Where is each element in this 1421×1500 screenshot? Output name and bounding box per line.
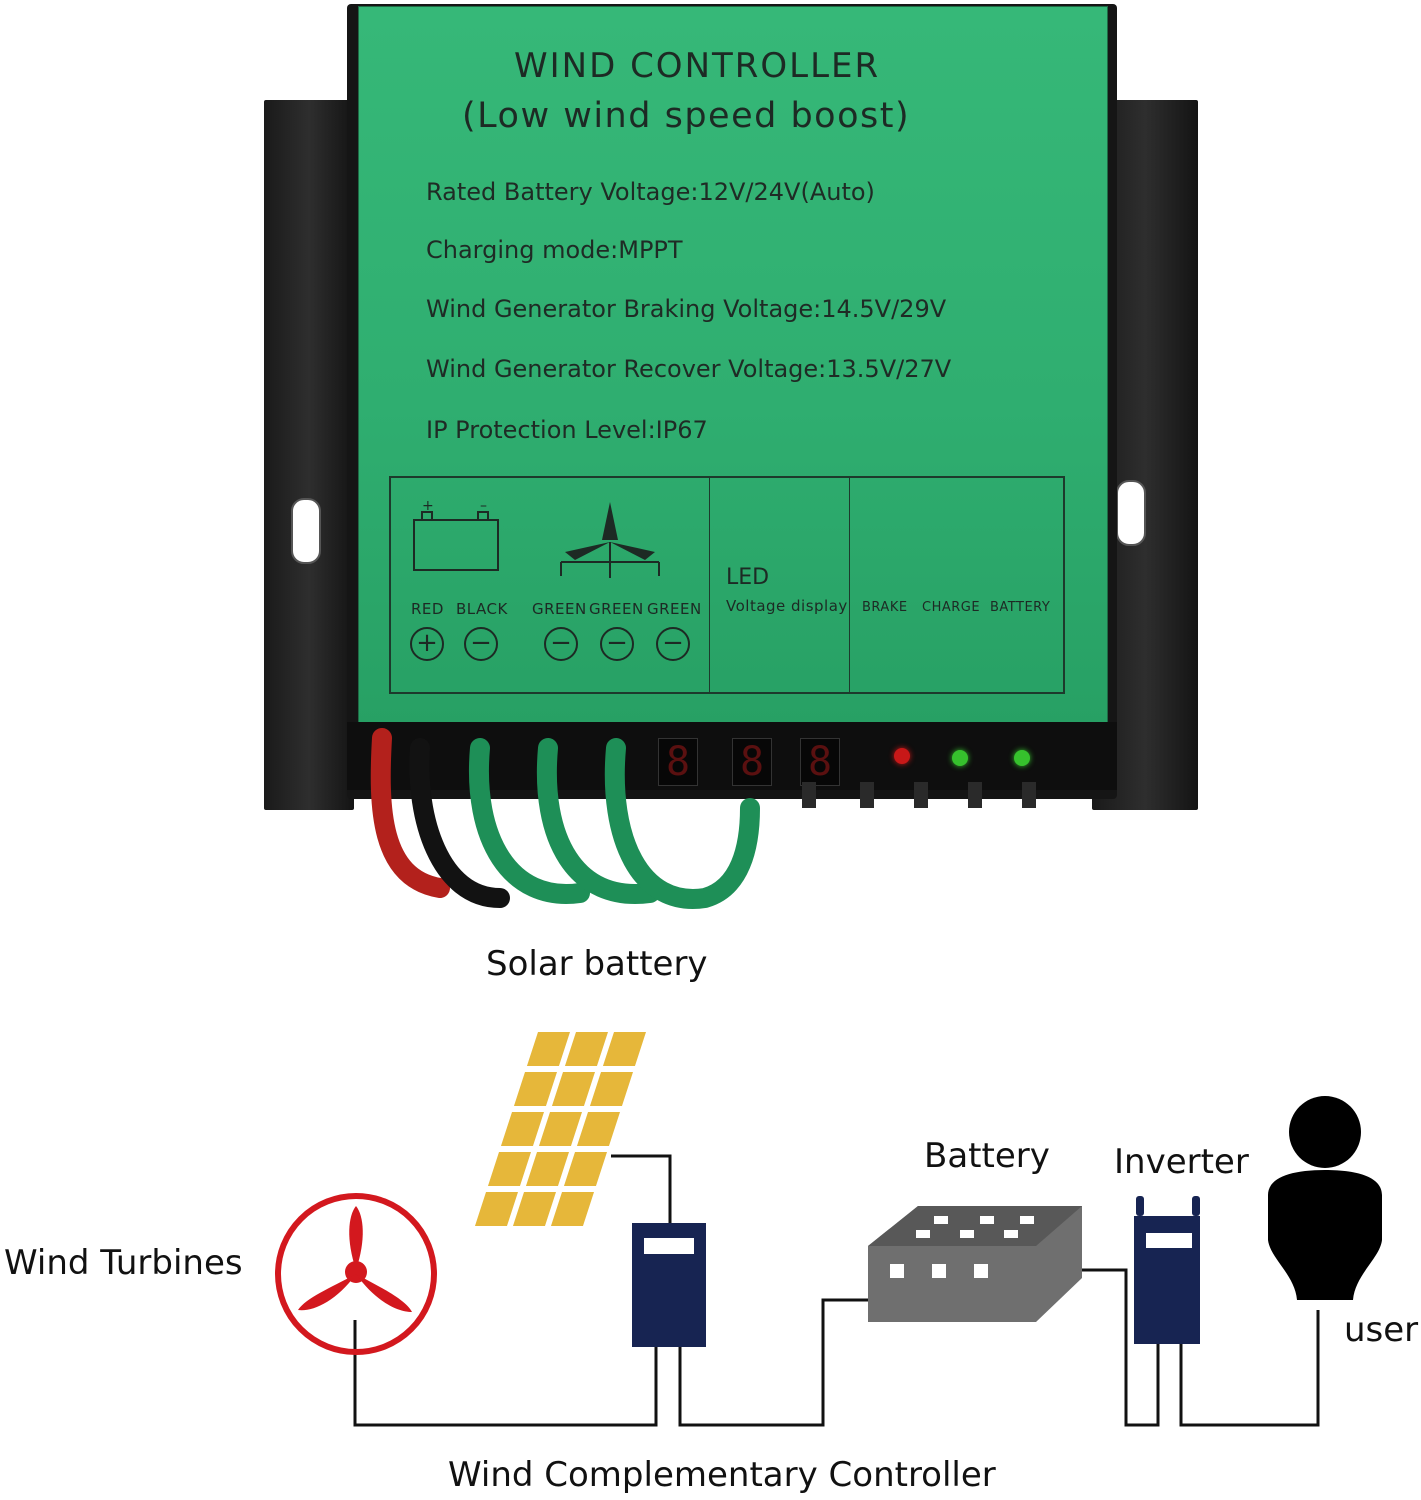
inverter-icon [1134, 1196, 1200, 1344]
battery-symbol-icon: + – [413, 500, 499, 571]
wire-label-red: RED [411, 600, 444, 618]
controller-title: WIND CONTROLLER [514, 46, 881, 86]
indicator-label-charge: CHARGE [922, 600, 981, 615]
controller-icon [632, 1223, 706, 1347]
spec-ip-protection: IP Protection Level:IP67 [426, 416, 708, 444]
controller-front-panel [358, 6, 1108, 730]
wiring-legend [389, 476, 1065, 694]
user-label: user [1344, 1310, 1419, 1350]
heatsink-fin [860, 782, 874, 808]
system-diagram [275, 1032, 1382, 1427]
spec-charging-mode: Charging mode:MPPT [426, 236, 683, 264]
controller-wires [370, 728, 760, 909]
svg-text:–: – [480, 500, 487, 514]
user-icon [1268, 1096, 1382, 1300]
wind-turbine-icon [275, 1193, 437, 1355]
inverter-label: Inverter [1114, 1142, 1249, 1182]
ac-terminal-icon: − [544, 627, 578, 661]
display-digit: 8 [800, 738, 840, 786]
ac-terminal-icon: − [656, 627, 690, 661]
heatsink-fin [968, 782, 982, 808]
wire-label-green-1: GREEN [532, 600, 587, 618]
display-digit: 8 [732, 738, 772, 786]
battery-label: Battery [924, 1136, 1050, 1176]
left-mounting-bracket [264, 100, 354, 810]
battery-led-icon [1014, 750, 1030, 766]
wire-label-green-3: GREEN [647, 600, 702, 618]
controller-label: Wind Complementary Controller [448, 1455, 996, 1495]
legend-divider [849, 478, 850, 692]
display-digit: 8 [658, 738, 698, 786]
positive-terminal-icon: + [410, 627, 444, 661]
legend-divider [709, 478, 710, 692]
led-title: LED [726, 565, 770, 590]
solar-battery-label: Solar battery [486, 944, 708, 984]
brake-led-icon [894, 748, 910, 764]
heatsink-fin [914, 782, 928, 808]
spec-recover-voltage: Wind Generator Recover Voltage:13.5V/27V [426, 355, 952, 383]
heatsink-fin [802, 782, 816, 808]
ac-terminal-icon: − [600, 627, 634, 661]
wire-label-green-2: GREEN [589, 600, 644, 618]
led-subtitle: Voltage display [726, 597, 848, 615]
mounting-slot [291, 498, 321, 564]
controller-subtitle: (Low wind speed boost) [462, 96, 911, 136]
solar-panel-icon [474, 1032, 646, 1226]
wire-label-black: BLACK [456, 600, 508, 618]
mounting-slot [1116, 480, 1146, 546]
indicator-label-battery: BATTERY [990, 600, 1051, 615]
indicator-label-brake: BRAKE [862, 600, 908, 615]
negative-terminal-icon: − [464, 627, 498, 661]
spec-rated-battery-voltage: Rated Battery Voltage:12V/24V(Auto) [426, 178, 875, 206]
svg-text:+: + [422, 500, 434, 514]
wind-generator-symbol-icon [560, 502, 660, 578]
charge-led-icon [952, 750, 968, 766]
heatsink-fin [1022, 782, 1036, 808]
spec-braking-voltage: Wind Generator Braking Voltage:14.5V/29V [426, 295, 947, 323]
battery-icon [868, 1206, 1082, 1322]
wind-turbines-label: Wind Turbines [4, 1243, 243, 1283]
